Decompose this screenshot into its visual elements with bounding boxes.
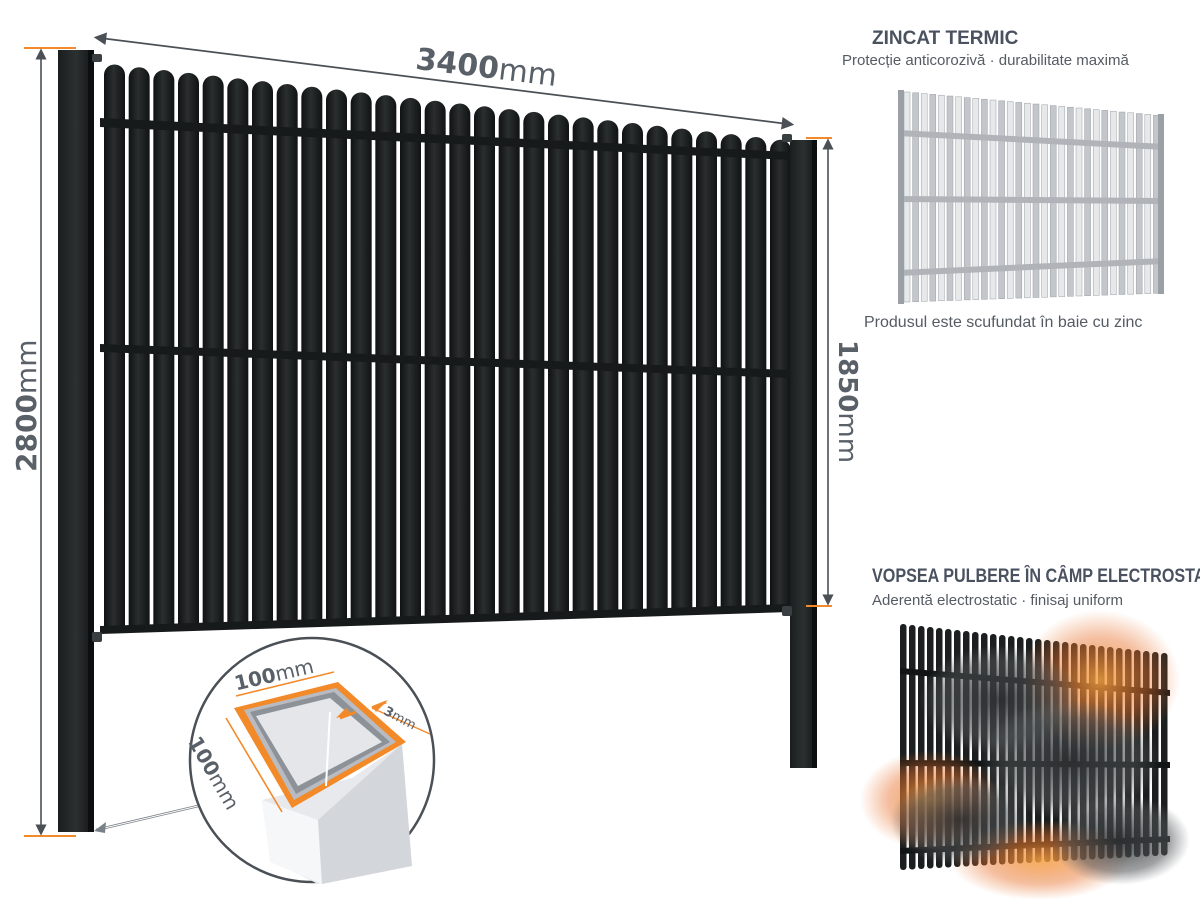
callout-arrow bbox=[94, 804, 199, 833]
galvanized-caption: Produsul este scufundat în baie cu zinc bbox=[864, 314, 1143, 331]
dimension-line-height-total bbox=[24, 47, 76, 837]
powder-coated-panel-image bbox=[860, 610, 1190, 900]
height-panel-unit: mm bbox=[832, 412, 862, 464]
dimension-line-width bbox=[93, 32, 795, 130]
width-unit: mm bbox=[496, 52, 559, 95]
galvanized-panel-image bbox=[898, 90, 1164, 304]
powder-coating-subtitle: Aderentă electrostatic · finisaj uniform bbox=[872, 592, 1123, 609]
galvanized-title: ZINCAT TERMIC bbox=[872, 28, 1019, 49]
height-total-value: 2800 bbox=[10, 394, 43, 472]
height-panel-value: 1850 bbox=[832, 340, 862, 413]
galvanized-subtitle: Protecție anticorozivă · durabilitate ma… bbox=[842, 52, 1129, 69]
powder-coating-title: VOPSEA PULBERE ÎN CÂMP ELECTROSTATIC bbox=[872, 566, 1200, 587]
zinc-slat bbox=[1144, 114, 1152, 294]
post-section-detail bbox=[188, 636, 436, 884]
dimension-line-height-panel bbox=[806, 137, 834, 607]
height-panel-dimension-label: 1850mm bbox=[832, 340, 862, 463]
height-total-dimension-label: 2800mm bbox=[10, 340, 43, 473]
height-total-unit: mm bbox=[10, 339, 43, 395]
